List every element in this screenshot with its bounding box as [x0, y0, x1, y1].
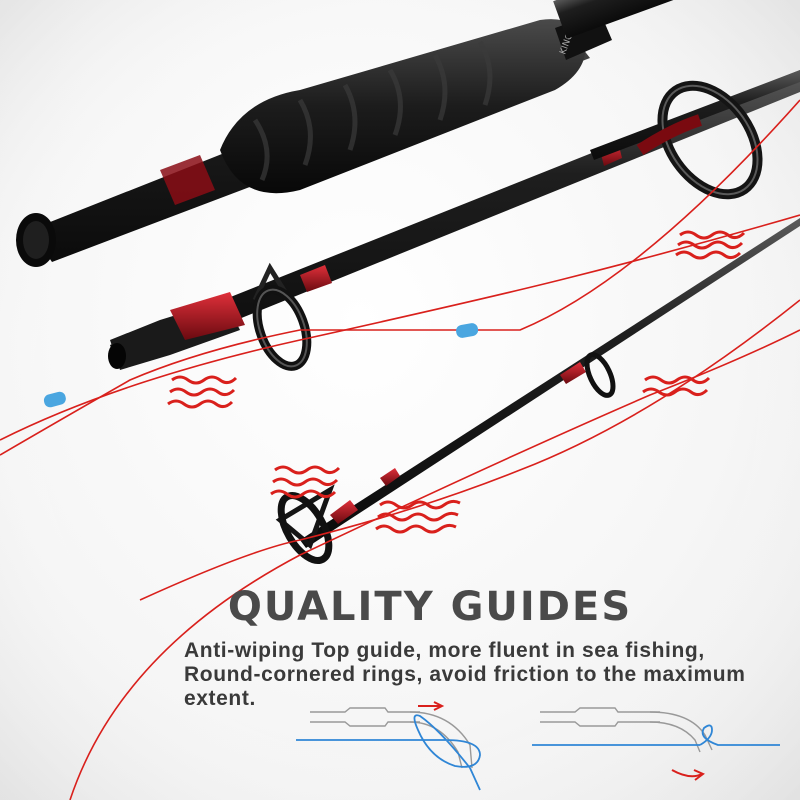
- red-thread-wrap: [170, 292, 245, 340]
- description-line-2: Round-cornered rings, avoid friction to …: [184, 663, 746, 686]
- rod-upper-section: [590, 70, 800, 200]
- description-line-1: Anti-wiping Top guide, more fluent in se…: [184, 639, 705, 662]
- diagram-old-guide: [296, 701, 481, 791]
- motion-wave-marks: [167, 230, 746, 534]
- rod-butt-section: KINGDOM: [16, 0, 793, 267]
- description-line-3: extent.: [184, 687, 256, 710]
- blue-bead: [43, 391, 66, 408]
- red-fishing-lines: [0, 99, 800, 800]
- blue-bead: [456, 323, 479, 338]
- heading-quality-guides: QUALITY GUIDES: [227, 584, 633, 630]
- diagram-new-guide: [532, 707, 780, 781]
- rod-tip-section: [275, 218, 800, 564]
- small-guide-ring: [584, 352, 616, 398]
- top-guide-ring: [277, 492, 333, 564]
